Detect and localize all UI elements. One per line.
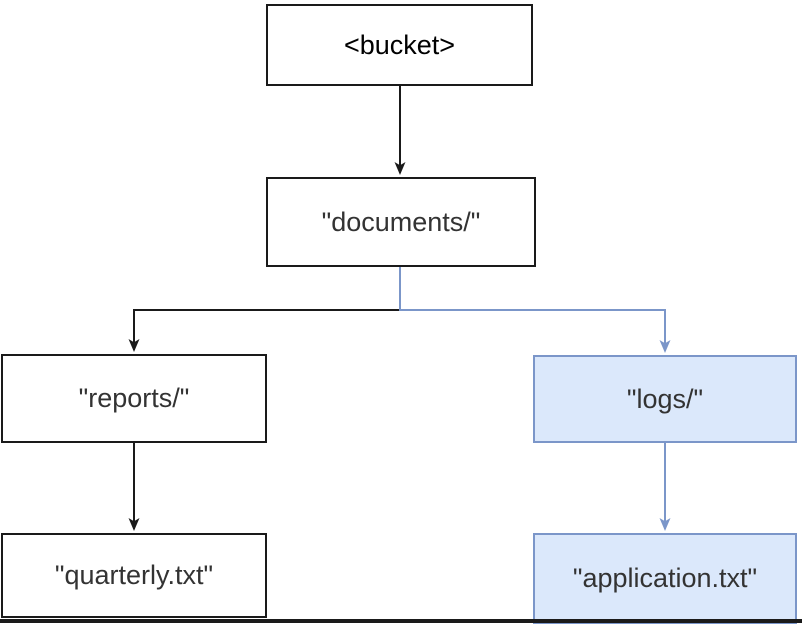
node-documents-label: "documents/"	[321, 206, 481, 237]
edge-documents-logs	[399, 267, 671, 353]
node-reports: "reports/"	[1, 354, 267, 443]
node-quarterly-label: "quarterly.txt"	[54, 560, 214, 590]
node-bucket: <bucket>	[266, 4, 533, 86]
bottom-edge-rule	[0, 619, 802, 623]
node-logs-label: "logs/"	[626, 383, 704, 414]
node-bucket-label: <bucket>	[343, 29, 456, 60]
node-documents: "documents/"	[266, 177, 536, 267]
node-application-label: "application.txt"	[572, 563, 758, 593]
node-application: "application.txt"	[533, 533, 797, 624]
node-quarterly: "quarterly.txt"	[1, 533, 267, 618]
edge-documents-reports	[128, 267, 401, 352]
node-logs: "logs/"	[533, 355, 797, 443]
node-reports-label: "reports/"	[78, 383, 190, 413]
